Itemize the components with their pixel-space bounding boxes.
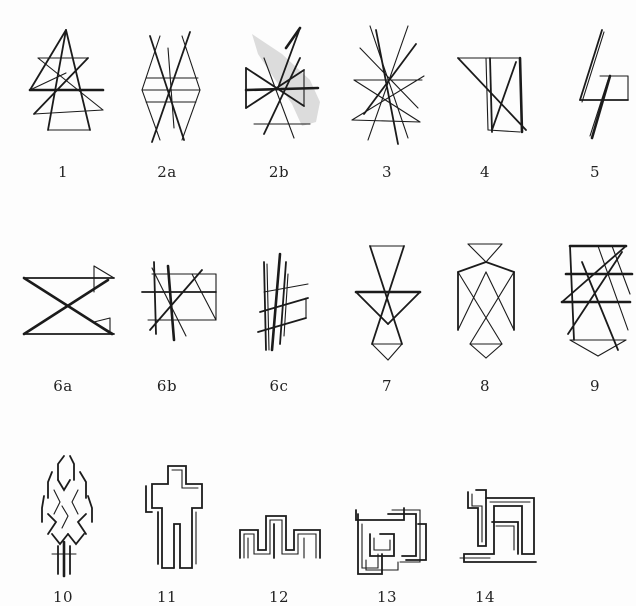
- figure-label: 6b: [112, 377, 222, 395]
- figure-6b: 6b: [112, 232, 222, 382]
- figure-label: 9: [540, 377, 636, 395]
- figure-6c-drawing: [224, 232, 334, 362]
- figure-4: 4: [430, 18, 540, 168]
- figure-12: 12: [224, 450, 334, 600]
- figure-2b-drawing: [224, 18, 334, 148]
- figure-label: 11: [112, 588, 222, 606]
- figure-6b-drawing: [112, 232, 222, 362]
- figure-9-drawing: [540, 232, 636, 362]
- figure-label: 7: [332, 377, 442, 395]
- figure-5-drawing: [540, 18, 636, 148]
- figure-label: 6a: [8, 377, 118, 395]
- figure-label: 10: [8, 588, 118, 606]
- figure-label: 3: [332, 163, 442, 181]
- figure-13-drawing: [332, 450, 442, 580]
- figure-1: 1: [8, 18, 118, 168]
- figure-2a: 2a: [112, 18, 222, 168]
- figure-8-drawing: [430, 232, 540, 362]
- figure-6c: 6c: [224, 232, 334, 382]
- figure-5: 5: [540, 18, 636, 168]
- figure-label: 5: [540, 163, 636, 181]
- figure-label: 8: [430, 377, 540, 395]
- figure-label: 14: [430, 588, 540, 606]
- figure-6a: 6a: [8, 232, 118, 382]
- figure-label: 4: [430, 163, 540, 181]
- figure-13: 13: [332, 450, 442, 600]
- figure-label: 2a: [112, 163, 222, 181]
- figure-3: 3: [332, 18, 442, 168]
- figure-11-drawing: [112, 450, 222, 580]
- figure-7: 7: [332, 232, 442, 382]
- figure-7-drawing: [332, 232, 442, 362]
- figure-2a-drawing: [112, 18, 222, 148]
- figure-label: 6c: [224, 377, 334, 395]
- figure-9: 9: [540, 232, 636, 382]
- figure-label: 1: [8, 163, 118, 181]
- figure-11: 11: [112, 450, 222, 600]
- figure-10-drawing: [8, 450, 118, 580]
- figure-4-drawing: [430, 18, 540, 148]
- figure-label: 12: [224, 588, 334, 606]
- figure-8: 8: [430, 232, 540, 382]
- figure-14-drawing: [430, 450, 540, 580]
- figure-label: 2b: [224, 163, 334, 181]
- figure-3-drawing: [332, 18, 442, 148]
- figure-10: 10: [8, 450, 118, 600]
- figure-12-drawing: [224, 450, 334, 580]
- figure-6a-drawing: [8, 232, 118, 362]
- figure-label: 13: [332, 588, 442, 606]
- figure-2b: 2b: [224, 18, 334, 168]
- figure-1-drawing: [8, 18, 118, 148]
- figure-14: 14: [430, 450, 540, 600]
